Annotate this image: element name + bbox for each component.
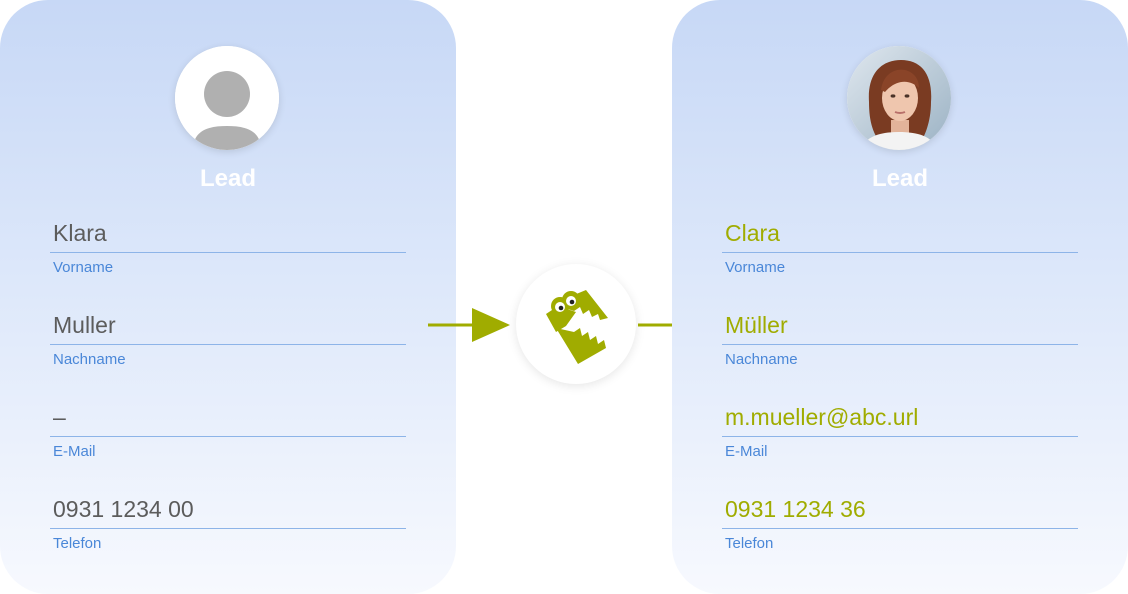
email-field: m.mueller@abc.url E-Mail bbox=[722, 403, 1078, 473]
arrow-right-icon bbox=[428, 308, 510, 342]
email-label: E-Mail bbox=[53, 443, 96, 460]
phone-value: 0931 1234 00 bbox=[53, 496, 194, 522]
field-divider bbox=[50, 252, 406, 253]
phone-field: 0931 1234 00 Telefon bbox=[50, 495, 406, 565]
email-value: – bbox=[53, 404, 66, 430]
field-divider bbox=[722, 344, 1078, 345]
first-name-field: Klara Vorname bbox=[50, 219, 406, 289]
last-name-value: Muller bbox=[53, 312, 116, 338]
email-value: m.mueller@abc.url bbox=[725, 404, 919, 430]
center-logo-badge bbox=[516, 264, 636, 384]
card-title: Lead bbox=[199, 165, 256, 192]
email-field: – E-Mail bbox=[50, 403, 406, 473]
phone-label: Telefon bbox=[725, 535, 774, 552]
phone-field: 0931 1234 36 Telefon bbox=[722, 495, 1078, 565]
first-name-value: Clara bbox=[725, 220, 780, 246]
first-name-label: Vorname bbox=[53, 259, 114, 276]
field-divider bbox=[722, 436, 1078, 437]
last-name-label: Nachname bbox=[53, 351, 126, 368]
person-placeholder-icon bbox=[175, 46, 279, 150]
field-divider bbox=[722, 252, 1078, 253]
first-name-field: Clara Vorname bbox=[722, 219, 1078, 289]
last-name-field: Muller Nachname bbox=[50, 311, 406, 381]
portrait-photo bbox=[847, 46, 951, 150]
crocodile-logo-icon bbox=[546, 290, 608, 364]
first-name-label: Vorname bbox=[725, 259, 786, 276]
phone-label: Telefon bbox=[53, 535, 102, 552]
email-label: E-Mail bbox=[725, 443, 768, 460]
phone-value: 0931 1234 36 bbox=[725, 496, 866, 522]
target-lead-card: Lead Clara Vorname Müller Nachname m.mue… bbox=[672, 0, 1128, 594]
first-name-value: Klara bbox=[53, 220, 107, 246]
field-divider bbox=[50, 344, 406, 345]
last-name-value: Müller bbox=[725, 312, 788, 338]
field-divider bbox=[50, 528, 406, 529]
field-divider bbox=[50, 436, 406, 437]
last-name-field: Müller Nachname bbox=[722, 311, 1078, 381]
card-title: Lead bbox=[871, 165, 928, 192]
source-lead-card: Lead Klara Vorname Muller Nachname – E-M… bbox=[0, 0, 456, 594]
last-name-label: Nachname bbox=[725, 351, 798, 368]
field-divider bbox=[722, 528, 1078, 529]
